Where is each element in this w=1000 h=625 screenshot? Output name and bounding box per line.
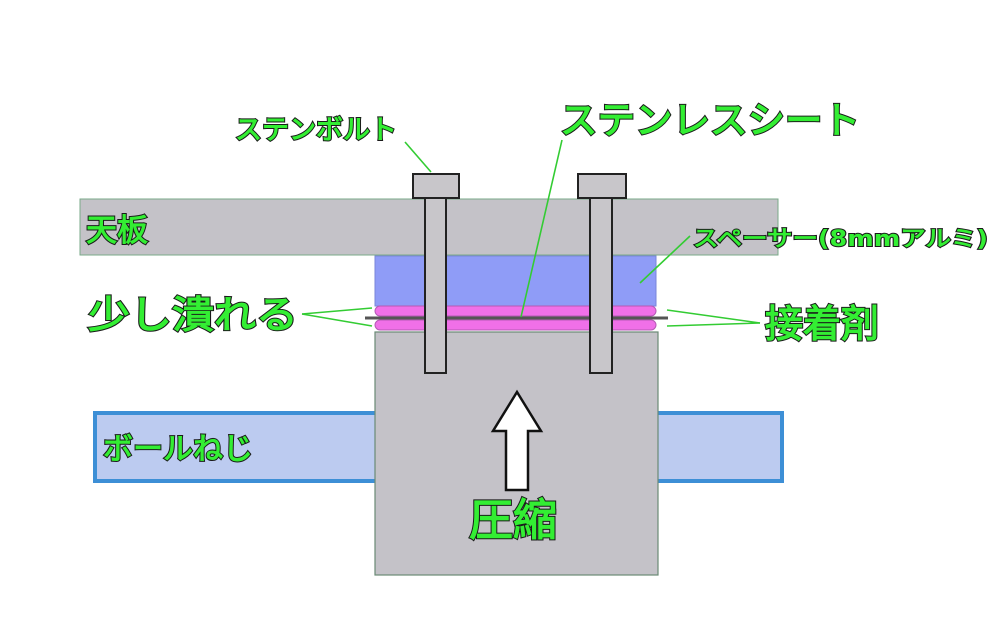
adhesive-leader-upper bbox=[666, 309, 761, 324]
bolt-left bbox=[412, 173, 460, 374]
crushed-leader-lower bbox=[301, 313, 373, 327]
adhesive-leader-lower bbox=[666, 322, 761, 327]
adhesive-label: 接着剤 bbox=[765, 302, 879, 346]
bolt-right bbox=[577, 173, 627, 374]
bolt-label: ステンボルト bbox=[235, 115, 397, 146]
top-plate-label: 天板 bbox=[86, 213, 148, 249]
crushed-leader-upper bbox=[301, 307, 373, 315]
compression-label: 圧縮 bbox=[469, 495, 557, 546]
sheet-label: ステンレスシート bbox=[560, 99, 860, 142]
spacer-label: スペーサー(8mmアルミ) bbox=[693, 227, 988, 252]
spacer-leader bbox=[639, 235, 691, 284]
spacer bbox=[374, 255, 657, 307]
bolt-leader bbox=[404, 141, 432, 173]
adhesive-layer-lower bbox=[374, 319, 657, 331]
ball-screw-label: ボールねじ bbox=[103, 432, 253, 467]
compression-arrow bbox=[490, 389, 544, 492]
adhesive-layer-upper bbox=[374, 305, 657, 317]
crushed-label: 少し潰れる bbox=[88, 293, 298, 337]
sheet-leader bbox=[520, 139, 563, 318]
